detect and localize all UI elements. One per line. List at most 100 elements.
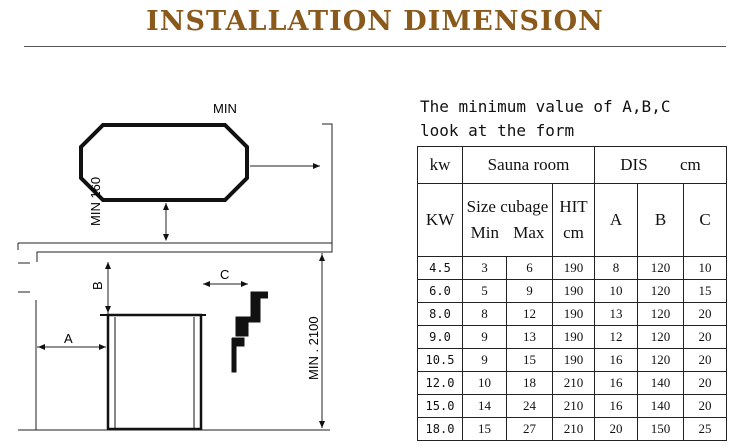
cell-max: 18 bbox=[506, 371, 553, 395]
min-2100-arrowhead-top bbox=[319, 254, 325, 261]
cell-max: 13 bbox=[506, 325, 553, 349]
cell-kw: 4.5 bbox=[417, 256, 463, 280]
cell-max: 27 bbox=[506, 417, 553, 441]
cell-a: 16 bbox=[594, 371, 638, 395]
cell-c: 20 bbox=[683, 302, 727, 326]
cell-min: 10 bbox=[462, 371, 507, 395]
cell-a: 10 bbox=[594, 279, 638, 303]
cell-kw: 10.5 bbox=[417, 348, 463, 372]
b-arrowhead-top bbox=[105, 262, 111, 269]
cell-hit: 190 bbox=[552, 348, 595, 372]
cell-max: 15 bbox=[506, 348, 553, 372]
cell-hit: 190 bbox=[552, 325, 595, 349]
c-label: C bbox=[220, 267, 229, 282]
cell-hit: 210 bbox=[552, 417, 595, 441]
cell-min: 5 bbox=[462, 279, 507, 303]
ceiling-line bbox=[18, 242, 333, 262]
header-size-cubage-label: Size cubage bbox=[466, 197, 549, 216]
cell-c: 20 bbox=[683, 348, 727, 372]
heater-outline bbox=[79, 123, 249, 202]
header-hit-label: HIT bbox=[559, 197, 588, 216]
cell-max: 9 bbox=[506, 279, 553, 303]
a-label: A bbox=[64, 331, 73, 346]
cell-b: 140 bbox=[637, 394, 684, 418]
min-2100-label: MIN . 2100 bbox=[306, 316, 321, 380]
side-wall-lower bbox=[231, 337, 245, 373]
c-arrowhead-left bbox=[203, 281, 210, 287]
cell-kw: 8.0 bbox=[417, 302, 463, 326]
header-size-cubage: Size cubage Min Max bbox=[462, 183, 553, 257]
cell-a: 12 bbox=[594, 325, 638, 349]
cell-a: 13 bbox=[594, 302, 638, 326]
cell-b: 120 bbox=[637, 279, 684, 303]
cell-hit: 190 bbox=[552, 256, 595, 280]
min-160-label: MIN 160 bbox=[88, 177, 103, 226]
dimension-table: kw Sauna room DIS cm KW Size cubage Min … bbox=[417, 146, 727, 441]
cell-c: 25 bbox=[683, 417, 727, 441]
header-dis-label: DIS bbox=[620, 155, 648, 174]
cell-kw: 6.0 bbox=[417, 279, 463, 303]
cell-b: 120 bbox=[637, 325, 684, 349]
header-kw: kw bbox=[417, 146, 463, 184]
cell-b: 140 bbox=[637, 371, 684, 395]
header-b: B bbox=[637, 183, 684, 257]
header-dis: DIS cm bbox=[594, 146, 727, 184]
header-hit: HIT cm bbox=[552, 183, 595, 257]
cell-max: 12 bbox=[506, 302, 553, 326]
a-arrowhead-left bbox=[38, 344, 45, 350]
cell-kw: 12.0 bbox=[417, 371, 463, 395]
page-title: INSTALLATION DIMENSION bbox=[146, 6, 604, 37]
header-a: A bbox=[594, 183, 638, 257]
cell-min: 15 bbox=[462, 417, 507, 441]
header-min: Min bbox=[470, 223, 499, 242]
cell-kw: 18.0 bbox=[417, 417, 463, 441]
title-divider bbox=[24, 46, 726, 47]
note-line-2: look at the form bbox=[420, 121, 575, 140]
header-KW: KW bbox=[417, 183, 463, 257]
min-160-arrowhead-top bbox=[163, 203, 169, 210]
min-right-arrowhead bbox=[313, 163, 320, 169]
cell-a: 16 bbox=[594, 348, 638, 372]
cell-c: 20 bbox=[683, 371, 727, 395]
header-dis-unit: cm bbox=[679, 155, 701, 174]
cell-c: 20 bbox=[683, 325, 727, 349]
header-c: C bbox=[683, 183, 727, 257]
cell-min: 9 bbox=[462, 348, 507, 372]
min-160-arrowhead-bottom bbox=[163, 234, 169, 241]
stove-outline bbox=[106, 313, 203, 431]
header-hit-unit: cm bbox=[563, 223, 584, 242]
cell-b: 120 bbox=[637, 302, 684, 326]
c-arrowhead-right bbox=[241, 281, 248, 287]
cell-kw: 9.0 bbox=[417, 325, 463, 349]
cell-kw: 15.0 bbox=[417, 394, 463, 418]
cell-min: 9 bbox=[462, 325, 507, 349]
cell-a: 16 bbox=[594, 394, 638, 418]
b-arrowhead-bottom bbox=[105, 306, 111, 313]
cell-hit: 190 bbox=[552, 302, 595, 326]
cell-b: 150 bbox=[637, 417, 684, 441]
right-wall bbox=[322, 123, 333, 250]
min-top-label: MIN bbox=[213, 101, 237, 116]
cell-c: 10 bbox=[683, 256, 727, 280]
header-max: Max bbox=[513, 223, 545, 242]
b-label: B bbox=[90, 281, 105, 290]
cell-hit: 210 bbox=[552, 371, 595, 395]
cell-max: 6 bbox=[506, 256, 553, 280]
cell-b: 120 bbox=[637, 256, 684, 280]
side-wall-bracket bbox=[235, 291, 268, 337]
header-min-max: Min Max bbox=[463, 220, 552, 246]
cell-min: 8 bbox=[462, 302, 507, 326]
cell-hit: 210 bbox=[552, 394, 595, 418]
cell-min: 14 bbox=[462, 394, 507, 418]
note-line-1: The minimum value of A,B,C bbox=[420, 97, 671, 116]
cell-min: 3 bbox=[462, 256, 507, 280]
